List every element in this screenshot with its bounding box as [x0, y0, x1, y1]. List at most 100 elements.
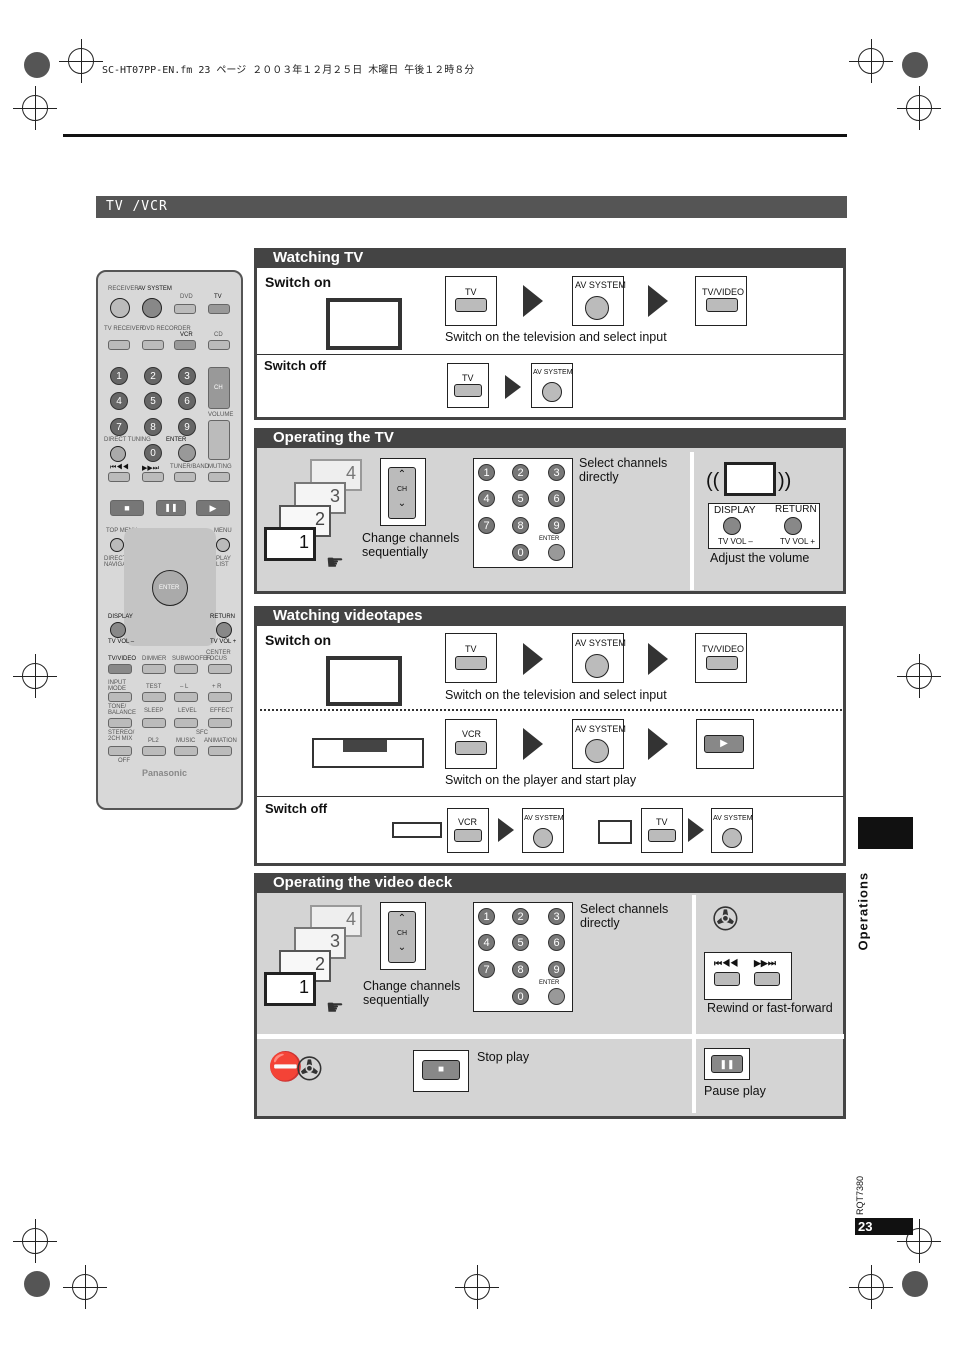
dimmer-button[interactable] — [142, 664, 166, 674]
av-system-power-icon-off[interactable] — [542, 382, 562, 402]
remote-key-1[interactable]: 1 — [110, 367, 128, 385]
cd-button[interactable] — [208, 340, 230, 350]
keypad-3[interactable]: 3 — [548, 464, 565, 481]
input-mode-button[interactable] — [108, 692, 132, 702]
tone-balance-button[interactable] — [108, 718, 132, 728]
muting-button[interactable] — [208, 472, 230, 482]
deck-keypad-6[interactable]: 6 — [548, 934, 565, 951]
menu-button[interactable] — [216, 538, 230, 552]
panel-divider — [257, 1034, 844, 1039]
animation-button[interactable] — [208, 746, 232, 756]
keypad-4[interactable]: 4 — [478, 490, 495, 507]
tv-video-button-vcr[interactable] — [706, 656, 738, 670]
caption-change-channels: Change channels sequentially — [362, 531, 460, 559]
remote-key-5[interactable]: 5 — [144, 392, 162, 410]
ch-rocker[interactable]: ⌃CH⌄ — [388, 467, 416, 519]
remote-key-8[interactable]: 8 — [144, 418, 162, 436]
skip-forward-button[interactable] — [142, 472, 164, 482]
tv-button[interactable] — [455, 298, 487, 312]
level-button[interactable] — [174, 718, 198, 728]
keypad-enter[interactable] — [548, 544, 565, 561]
deck-keypad-8[interactable]: 8 — [512, 961, 529, 978]
ch-rocker[interactable] — [208, 367, 230, 409]
play-button[interactable]: ▶ — [704, 735, 744, 753]
deck-keypad-5[interactable]: 5 — [512, 934, 529, 951]
stop-button[interactable]: ■ — [110, 500, 144, 516]
stereo-button[interactable] — [108, 746, 132, 756]
remote-enter-key[interactable] — [178, 444, 196, 462]
skip-back-button[interactable] — [108, 472, 130, 482]
deck-ch-rocker[interactable]: ⌃CH⌄ — [388, 911, 416, 963]
tv-button-vcr[interactable] — [455, 656, 487, 670]
tuner-band-button[interactable] — [174, 472, 196, 482]
keypad-0[interactable]: 0 — [512, 544, 529, 561]
dvd-button[interactable] — [174, 304, 196, 314]
enter-center-button[interactable] — [152, 570, 188, 606]
deck-keypad-0[interactable]: 0 — [512, 988, 529, 1005]
av-system-power-icon-off-tv[interactable] — [722, 828, 742, 848]
return-button[interactable] — [216, 622, 232, 638]
tv-button-off-vcr[interactable] — [648, 829, 676, 842]
tv-vol-plus-button[interactable] — [784, 517, 802, 535]
av-system-power-button[interactable] — [142, 298, 162, 318]
keypad-5[interactable]: 5 — [512, 490, 529, 507]
volume-rocker[interactable] — [208, 420, 230, 460]
test-button[interactable] — [142, 692, 166, 702]
remote-key-6[interactable]: 6 — [178, 392, 196, 410]
effect-button[interactable] — [208, 718, 232, 728]
disc-button[interactable] — [110, 446, 126, 462]
stop-button[interactable]: ■ — [422, 1060, 460, 1080]
fast-forward-button[interactable] — [754, 972, 780, 986]
vcr-button[interactable] — [455, 741, 487, 755]
deck-keypad-1[interactable]: 1 — [478, 908, 495, 925]
tv-receiver-button[interactable] — [108, 340, 130, 350]
ch-r-button[interactable] — [208, 692, 232, 702]
play-button[interactable]: ▶ — [196, 500, 230, 516]
top-menu-button[interactable] — [110, 538, 124, 552]
keypad-2[interactable]: 2 — [512, 464, 529, 481]
av-system-power-icon-off-vcr[interactable] — [533, 828, 553, 848]
keypad-8[interactable]: 8 — [512, 517, 529, 534]
ch-l-button[interactable] — [174, 692, 198, 702]
tv-video-button[interactable] — [108, 664, 132, 674]
remote-label-tv: TV — [214, 294, 222, 300]
tv-video-button[interactable] — [706, 298, 738, 312]
remote-key-2[interactable]: 2 — [144, 367, 162, 385]
keypad-1[interactable]: 1 — [478, 464, 495, 481]
registration-mark-icon — [849, 39, 893, 83]
vcr-button-off[interactable] — [454, 829, 482, 842]
deck-keypad-4[interactable]: 4 — [478, 934, 495, 951]
remote-key-4[interactable]: 4 — [110, 392, 128, 410]
display-button[interactable] — [110, 622, 126, 638]
dvd-recorder-button[interactable] — [142, 340, 164, 350]
remote-key-9[interactable]: 9 — [178, 418, 196, 436]
keypad-9[interactable]: 9 — [548, 517, 565, 534]
keypad-6[interactable]: 6 — [548, 490, 565, 507]
keypad-7[interactable]: 7 — [478, 517, 495, 534]
tv-button[interactable] — [208, 304, 230, 314]
sleep-button[interactable] — [142, 718, 166, 728]
remote-key-3[interactable]: 3 — [178, 367, 196, 385]
pl2-button[interactable] — [142, 746, 166, 756]
rewind-button[interactable] — [714, 972, 740, 986]
deck-keypad-3[interactable]: 3 — [548, 908, 565, 925]
deck-keypad-9[interactable]: 9 — [548, 961, 565, 978]
av-system-power-icon-vcr[interactable] — [585, 654, 609, 678]
deck-keypad-2[interactable]: 2 — [512, 908, 529, 925]
pause-button[interactable]: ❚❚ — [711, 1055, 743, 1073]
remote-key-7[interactable]: 7 — [110, 418, 128, 436]
tv-illustration-vcr — [326, 656, 402, 706]
receiver-power-button[interactable] — [110, 298, 130, 318]
center-focus-button[interactable] — [208, 664, 232, 674]
deck-keypad-enter[interactable] — [548, 988, 565, 1005]
subwoofer-button[interactable] — [174, 664, 198, 674]
pause-button[interactable]: ❚❚ — [156, 500, 186, 516]
deck-keypad-7[interactable]: 7 — [478, 961, 495, 978]
av-system-power-icon[interactable] — [585, 296, 609, 320]
music-button[interactable] — [174, 746, 198, 756]
vcr-button[interactable] — [174, 340, 196, 350]
tv-button-off[interactable] — [454, 384, 482, 397]
av-system-power-icon-deck[interactable] — [585, 739, 609, 763]
remote-key-0[interactable]: 0 — [144, 444, 162, 462]
tv-vol-minus-button[interactable] — [723, 517, 741, 535]
